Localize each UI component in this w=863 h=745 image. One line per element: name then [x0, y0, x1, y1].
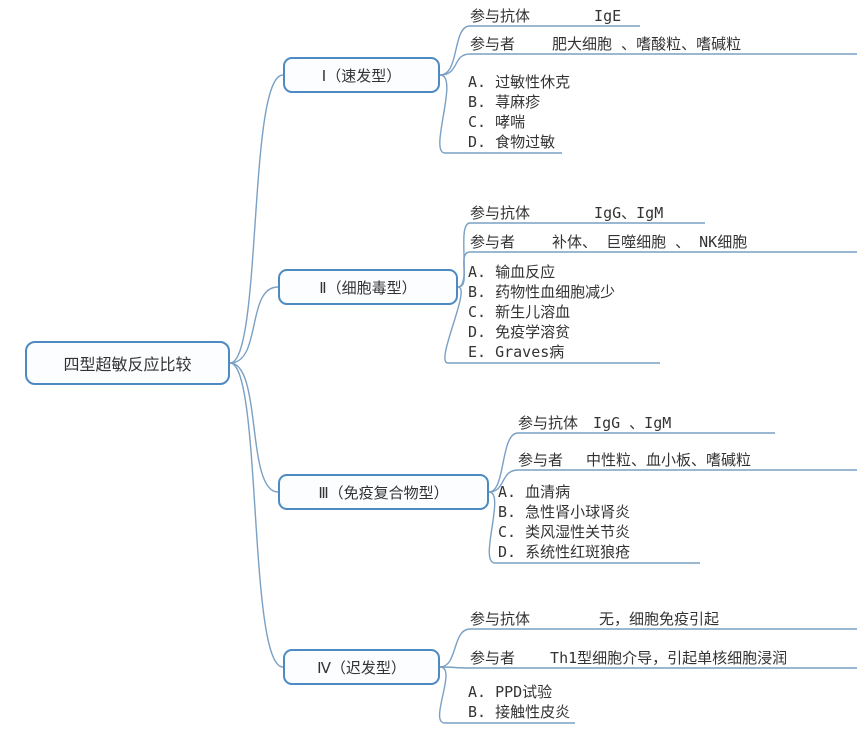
disease-item: C. 哮喘	[468, 113, 526, 131]
topic-type3-participants[interactable]: 参与者 中性粒、血小板、嗜碱粒	[518, 450, 751, 470]
root-topic[interactable]: 四型超敏反应比较	[25, 341, 230, 385]
topic-type4-participants[interactable]: 参与者 Th1型细胞介导，引起单核细胞浸润	[470, 648, 787, 668]
disease-item: A. 过敏性休克	[468, 73, 571, 91]
disease-item: C. 类风湿性关节炎	[498, 523, 631, 541]
connector-root-branch2	[229, 286, 279, 364]
connector-branch1-antibody	[439, 25, 471, 76]
disease-item: B. 接触性皮炎	[468, 703, 571, 721]
branch-topic-label: Ⅱ（细胞毒型）	[319, 278, 417, 297]
connector-branch3-antibody	[488, 432, 519, 493]
connector-root-branch3	[229, 362, 279, 493]
antibody-value: 无，细胞免疫引起	[599, 610, 720, 628]
participants-label: 参与者	[470, 649, 516, 667]
disease-item: A. PPD试验	[468, 683, 553, 701]
topic-type2-diseases[interactable]: A. 输血反应 B. 药物性血细胞减少 C. 新生儿溶血 D. 免疫学溶贫 E.…	[468, 262, 615, 362]
topic-type1-antibody[interactable]: 参与抗体 IgE	[470, 6, 621, 26]
topic-type1-diseases[interactable]: A. 过敏性休克 B. 荨麻疹 C. 哮喘 D. 食物过敏	[468, 72, 570, 152]
disease-item: D. 食物过敏	[468, 133, 556, 151]
disease-item: E. Graves病	[468, 343, 565, 361]
participants-value: Th1型细胞介导，引起单核细胞浸润	[550, 649, 788, 667]
connector-root-branch1	[229, 74, 284, 364]
participants-label: 参与者	[470, 35, 516, 53]
disease-item: D. 免疫学溶贫	[468, 323, 571, 341]
topic-type3-diseases[interactable]: A. 血清病 B. 急性肾小球肾炎 C. 类风湿性关节炎 D. 系统性红斑狼疮	[498, 482, 630, 562]
branch-topic-type3[interactable]: Ⅲ（免疫复合物型）	[278, 474, 489, 510]
topic-type3-antibody[interactable]: 参与抗体 IgG 、IgM	[518, 413, 671, 433]
antibody-value: IgE	[594, 7, 622, 25]
disease-item: B. 药物性血细胞减少	[468, 283, 616, 301]
branch-topic-label: Ⅰ（速发型）	[321, 66, 402, 85]
connector-branch4-participants	[439, 666, 471, 669]
antibody-value: IgG、IgM	[594, 204, 664, 222]
participants-value: 肥大细胞 、嗜酸粒、嗜碱粒	[552, 35, 742, 53]
participants-label: 参与者	[518, 451, 564, 469]
connector-root-branch4	[229, 362, 284, 668]
branch-topic-label: Ⅲ（免疫复合物型）	[318, 483, 449, 502]
branch-topic-label: Ⅳ（迟发型）	[317, 658, 406, 677]
connector-branch4-items	[438, 666, 447, 724]
connector-branch2-items	[444, 286, 462, 364]
connector-branch4-antibody	[439, 628, 471, 668]
connector-branch2-participants	[457, 251, 471, 288]
participants-value: 补体、 巨噬细胞 、 NK细胞	[552, 233, 748, 251]
connector-branch3-participants	[488, 469, 519, 493]
participants-value: 中性粒、血小板、嗜碱粒	[586, 451, 752, 469]
antibody-label: 参与抗体	[470, 204, 531, 222]
antibody-label: 参与抗体	[470, 7, 531, 25]
root-topic-label: 四型超敏反应比较	[63, 355, 192, 374]
disease-item: B. 急性肾小球肾炎	[498, 503, 631, 521]
connector-branch3-items	[488, 491, 496, 564]
antibody-value: IgG 、IgM	[593, 414, 672, 432]
antibody-label: 参与抗体	[470, 610, 531, 628]
disease-item: C. 新生儿溶血	[468, 303, 571, 321]
branch-topic-type4[interactable]: Ⅳ（迟发型）	[283, 649, 440, 685]
disease-item: A. 输血反应	[468, 263, 556, 281]
disease-item: D. 系统性红斑狼疮	[498, 543, 631, 561]
topic-type2-antibody[interactable]: 参与抗体 IgG、IgM	[470, 203, 663, 223]
disease-item: A. 血清病	[498, 483, 571, 501]
topic-type1-participants[interactable]: 参与者 肥大细胞 、嗜酸粒、嗜碱粒	[470, 34, 741, 54]
topic-type4-antibody[interactable]: 参与抗体 无，细胞免疫引起	[470, 609, 719, 629]
antibody-label: 参与抗体	[518, 414, 579, 432]
topic-type4-diseases[interactable]: A. PPD试验 B. 接触性皮炎	[468, 682, 570, 722]
topic-type2-participants[interactable]: 参与者 补体、 巨噬细胞 、 NK细胞	[470, 232, 747, 252]
connector-branch1-items	[439, 74, 448, 154]
participants-label: 参与者	[470, 233, 516, 251]
disease-item: B. 荨麻疹	[468, 93, 541, 111]
connector-branch1-participants	[439, 53, 471, 76]
branch-topic-type1[interactable]: Ⅰ（速发型）	[283, 57, 440, 93]
branch-topic-type2[interactable]: Ⅱ（细胞毒型）	[278, 269, 458, 305]
